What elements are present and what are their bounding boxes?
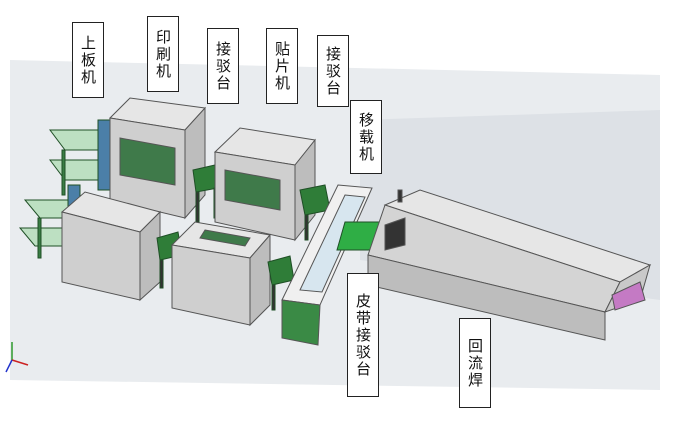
label-shuttle: 移载机 [350,100,382,174]
axis-triad [5,342,29,373]
placement-upper [213,127,316,242]
printer-lower [60,191,161,302]
reflow-oven [367,189,652,341]
label-conveyor-1: 接驳台 [207,28,239,104]
label-conveyor-2: 接驳台 [317,35,349,107]
conveyor-2-upper [299,184,331,241]
label-printer: 印刷机 [147,16,179,92]
printer-upper [108,97,207,220]
label-placement: 贴片机 [266,28,298,104]
placement-lower [170,221,271,327]
label-reflow: 回流焊 [459,318,491,408]
label-loader: 上板机 [72,22,104,98]
shuttle-transfer [281,184,373,346]
label-belt-conveyor: 皮带接驳台 [347,273,379,397]
